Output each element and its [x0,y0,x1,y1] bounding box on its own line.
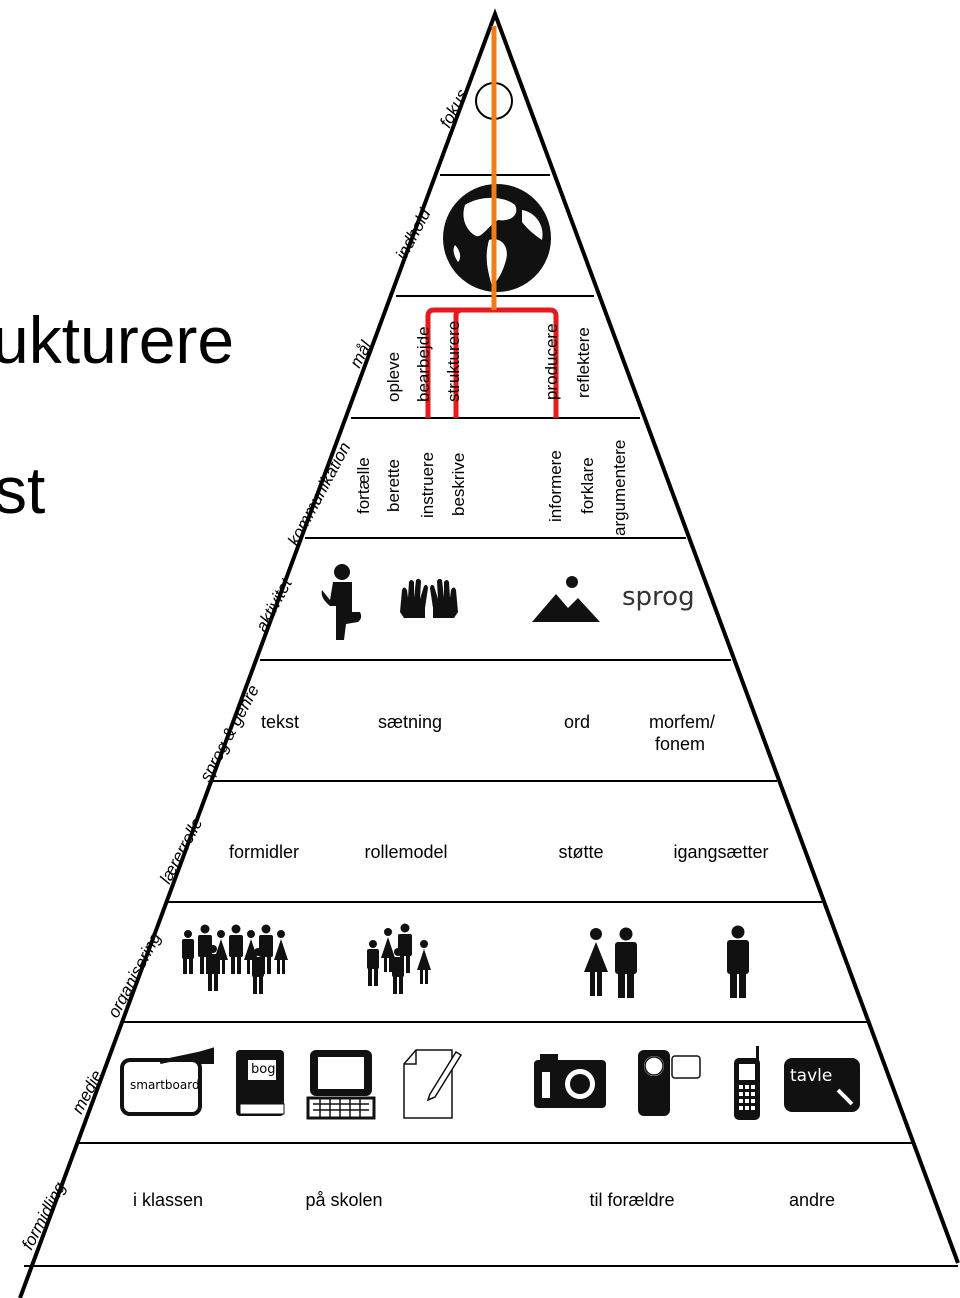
role-rollemodel: rollemodel [364,842,448,862]
maal-word-strukturere: strukturere [444,320,463,402]
globe-icon [443,184,551,292]
book-label: bog [251,1062,276,1077]
maal-word-reflektere: reflektere [574,327,593,398]
aktivitet-sprog-label: sprog [622,582,695,612]
maal-word-opleve: opleve [384,351,403,402]
genre-saetning: sætning [377,712,443,732]
kneeling-person-icon [321,564,362,640]
genre-ord: ord [563,712,591,732]
genre-tekst: tekst [260,712,300,732]
genre-morfem: morfem/ [648,712,716,732]
formidling-andre: andre [788,1190,836,1210]
book-icon [236,1050,285,1116]
blackboard-icon [784,1058,860,1112]
background-text-1: ukturere [0,303,235,377]
single-person-icon [727,925,749,998]
mountain-icon [532,576,600,622]
red-bracket [425,307,559,418]
background-text-2: st [0,453,46,527]
role-formidler: formidler [228,842,300,862]
small-group-icon [367,923,431,994]
formidling-foraeldre: til forældre [589,1190,675,1210]
kommunikation-word-forklare: forklare [578,457,597,514]
camera-icon [534,1054,606,1108]
smartboard-icon [120,1047,214,1116]
role-stoette: støtte [558,842,604,862]
class-group-icon [182,924,288,994]
maal-word-producere: producere [542,323,561,400]
kommunikation-word-argumentere: argumentere [610,439,629,536]
kommunikation-word-beskrive: beskrive [449,452,468,516]
formidling-klassen: i klassen [132,1190,204,1210]
role-igangsaetter: igangsætter [673,842,769,862]
level-dividers [24,174,958,1267]
video-camera-icon [638,1050,701,1116]
kommunikation-word-fortaelle: fortælle [354,457,373,514]
mobile-phone-icon [734,1046,760,1120]
maal-word-bearbejde: bearbejde [414,326,433,402]
blackboard-label: tavle [790,1066,833,1086]
pair-icon [584,927,637,998]
pyramid-outline [18,8,960,1298]
kommunikation-word-berette: berette [384,459,403,512]
smartboard-label: smartboard [130,1078,200,1092]
kommunikation-word-informere: informere [546,450,565,522]
kommunikation-word-instruere: instruere [418,451,437,518]
hands-icon [400,578,458,618]
computer-icon [306,1050,376,1120]
genre-fonem: fonem [654,734,706,754]
formidling-skolen: på skolen [305,1190,383,1210]
paper-pencil-icon [403,1049,463,1119]
